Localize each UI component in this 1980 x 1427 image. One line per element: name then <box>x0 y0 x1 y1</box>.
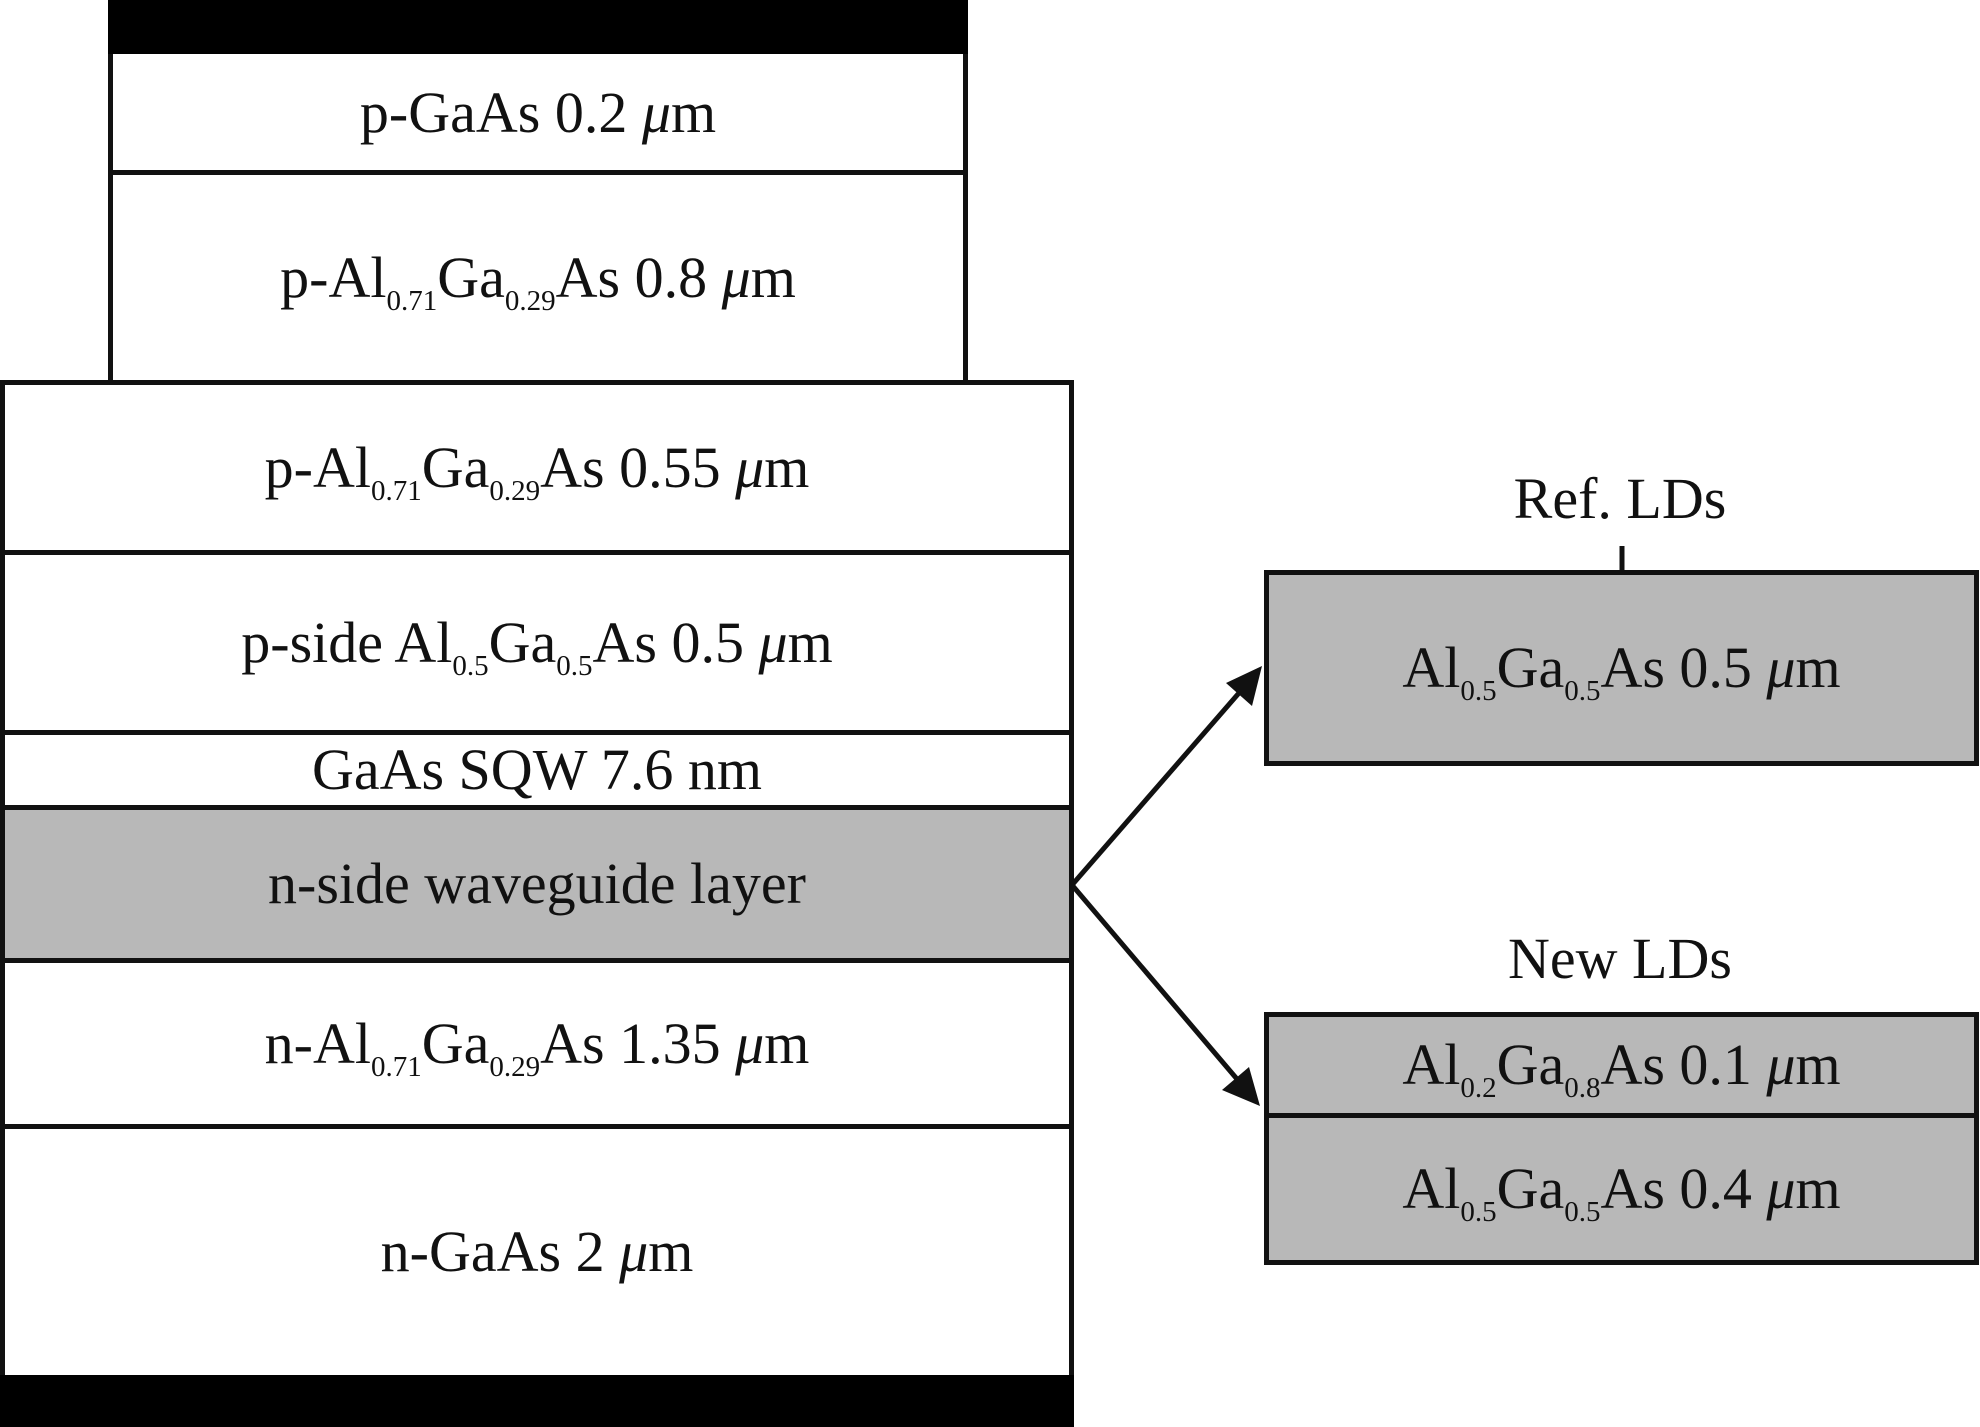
arrow-to-new <box>1070 883 1250 1094</box>
layer-n-gaas-label: n-GaAs 2 μm <box>380 1219 694 1284</box>
divider <box>0 730 1074 735</box>
layer-gaas-sqw: GaAs SQW 7.6 nm <box>5 735 1069 805</box>
divider <box>1269 1113 1974 1118</box>
bottom-contact <box>0 1375 1074 1427</box>
divider <box>108 170 968 175</box>
layer-p-side-algaas-label: p-side Al0.5Ga0.5As 0.5 μm <box>241 609 833 682</box>
layer-n-algaas-label: n-Al0.71Ga0.29As 1.35 μm <box>264 1010 810 1083</box>
layer-p-algaas-0-55: p-Al0.71Ga0.29As 0.55 μm <box>5 385 1069 550</box>
layer-n-side-waveguide-label: n-side waveguide layer <box>268 851 806 916</box>
layer-p-side-algaas: p-side Al0.5Ga0.5As 0.5 μm <box>5 555 1069 730</box>
divider <box>0 550 1074 555</box>
ref-lds-layer-label: Al0.5Ga0.5As 0.5 μm <box>1402 635 1841 708</box>
layer-p-algaas-0-55-label: p-Al0.71Ga0.29As 0.55 μm <box>264 434 810 507</box>
ref-lds-title: Ref. LDs <box>1513 466 1727 531</box>
layer-p-algaas-0-8-label: p-Al0.71Ga0.29As 0.8 μm <box>280 244 796 317</box>
layer-n-gaas: n-GaAs 2 μm <box>5 1129 1069 1375</box>
new-lds-title: New LDs <box>1508 926 1732 991</box>
arrowhead-new <box>1222 1067 1260 1106</box>
layer-n-algaas: n-Al0.71Ga0.29As 1.35 μm <box>5 963 1069 1124</box>
arrowhead-ref <box>1226 666 1262 706</box>
new-lds-top-layer-label: Al0.2Ga0.8As 0.1 μm <box>1402 1032 1841 1105</box>
divider <box>0 958 1074 963</box>
new-lds-stack: Al0.2Ga0.8As 0.1 μm Al0.5Ga0.5As 0.4 μm <box>1264 1012 1979 1265</box>
layer-p-algaas-0-8: p-Al0.71Ga0.29As 0.8 μm <box>108 175 968 380</box>
layer-p-gaas-label: p-GaAs 0.2 μm <box>359 80 717 145</box>
new-lds-bottom-layer-label: Al0.5Ga0.5As 0.4 μm <box>1402 1156 1841 1229</box>
ref-lds-layer: Al0.5Ga0.5As 0.5 μm <box>1264 570 1979 766</box>
divider <box>0 805 1074 810</box>
layer-n-side-waveguide: n-side waveguide layer <box>5 810 1069 958</box>
divider <box>0 1124 1074 1129</box>
top-contact <box>108 0 968 54</box>
layer-gaas-sqw-label: GaAs SQW 7.6 nm <box>311 737 763 802</box>
new-lds-bottom-layer: Al0.5Ga0.5As 0.4 μm <box>1269 1118 1974 1260</box>
arrow-to-ref <box>1070 676 1254 887</box>
layer-p-gaas: p-GaAs 0.2 μm <box>108 54 968 172</box>
new-lds-top-layer: Al0.2Ga0.8As 0.1 μm <box>1269 1017 1974 1113</box>
